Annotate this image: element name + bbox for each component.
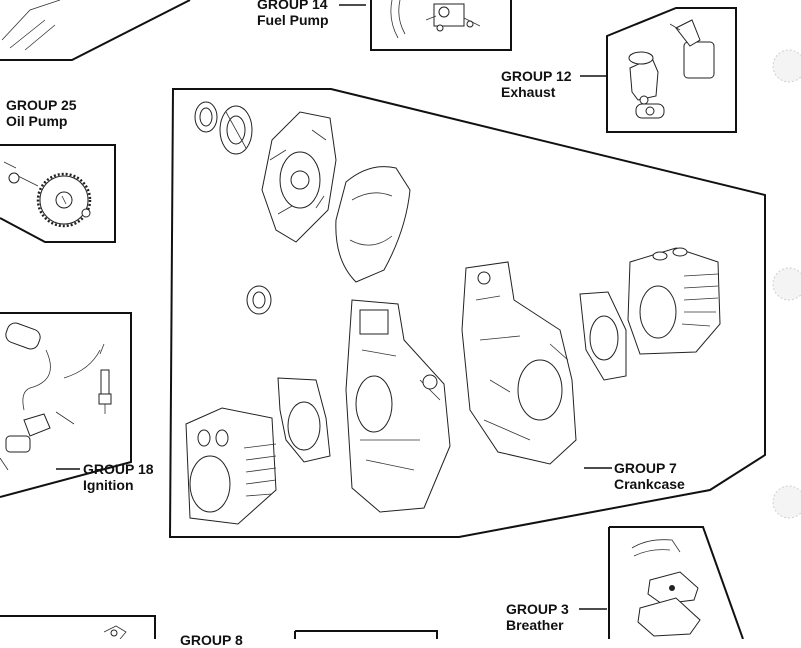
binder-hole bbox=[772, 49, 801, 83]
cylinder-gasket-right bbox=[579, 291, 627, 381]
ignition-coil bbox=[5, 322, 51, 411]
group-7-number: GROUP 7 bbox=[614, 460, 677, 476]
group-12-label[interactable]: GROUP 12 Exhaust bbox=[501, 68, 572, 100]
breather-hose bbox=[631, 539, 681, 557]
breather-panel[interactable] bbox=[579, 526, 744, 639]
breather-cover bbox=[647, 571, 699, 605]
group-3-name: Breather bbox=[506, 617, 564, 633]
cylinder-right bbox=[627, 247, 721, 355]
group-25-number: GROUP 25 bbox=[6, 97, 77, 113]
ignition-panel[interactable] bbox=[0, 312, 132, 498]
group-18-number: GROUP 18 bbox=[83, 461, 154, 477]
group-18-label[interactable]: GROUP 18 Ignition bbox=[83, 461, 154, 493]
exhaust-panel[interactable] bbox=[580, 7, 737, 133]
exhaust-manifold bbox=[669, 19, 715, 79]
breather-gasket bbox=[637, 597, 701, 637]
group-14-number: GROUP 14 bbox=[257, 0, 328, 12]
bottom-center-panel bbox=[294, 630, 438, 639]
oil-seal bbox=[194, 101, 218, 133]
ignition-lead bbox=[63, 343, 105, 379]
group-25-label[interactable]: GROUP 25 Oil Pump bbox=[6, 97, 77, 129]
exhaust-elbow bbox=[628, 51, 659, 105]
top-left-panel bbox=[0, 0, 191, 61]
main-bearing bbox=[219, 105, 253, 155]
group-7-name: Crankcase bbox=[614, 476, 685, 492]
ignition-small-parts bbox=[0, 411, 75, 471]
group-25-name: Oil Pump bbox=[6, 113, 68, 129]
bearing-plate bbox=[261, 111, 337, 243]
group-14-label[interactable]: GROUP 14 Fuel Pump bbox=[257, 0, 329, 28]
group-12-name: Exhaust bbox=[501, 84, 556, 100]
group-3-label[interactable]: GROUP 3 Breather bbox=[506, 601, 569, 633]
fuel-pump-part bbox=[425, 3, 481, 32]
seal-ring bbox=[246, 285, 272, 315]
group-12-number: GROUP 12 bbox=[501, 68, 572, 84]
group-3-number: GROUP 3 bbox=[506, 601, 569, 617]
crankcase-half-right bbox=[461, 261, 577, 465]
fuel-hose bbox=[390, 0, 406, 39]
binder-hole bbox=[772, 267, 801, 301]
group-7-label[interactable]: GROUP 7 Crankcase bbox=[614, 460, 685, 492]
binder-hole bbox=[772, 485, 801, 519]
group-18-name: Ignition bbox=[83, 477, 134, 493]
cylinder-left bbox=[185, 407, 277, 525]
group-8-number: GROUP 8 bbox=[180, 632, 243, 648]
oil-pump-gear bbox=[36, 172, 92, 228]
crankcase-panel[interactable] bbox=[168, 88, 766, 538]
binder-holes bbox=[772, 49, 801, 519]
group-8-label[interactable]: GROUP 8 bbox=[180, 632, 243, 648]
exhaust-gasket bbox=[635, 103, 665, 119]
bottom-left-panel bbox=[0, 615, 156, 639]
oil-pump-panel[interactable] bbox=[0, 144, 116, 243]
group-14-name: Fuel Pump bbox=[257, 12, 329, 28]
oil-pump-shaft-parts bbox=[3, 161, 91, 218]
plate-gasket bbox=[335, 166, 411, 283]
spark-plug bbox=[98, 369, 112, 414]
cylinder-gasket-left bbox=[277, 377, 331, 463]
crankcase-half-left bbox=[345, 299, 451, 513]
fuel-pump-panel[interactable] bbox=[339, 0, 512, 51]
